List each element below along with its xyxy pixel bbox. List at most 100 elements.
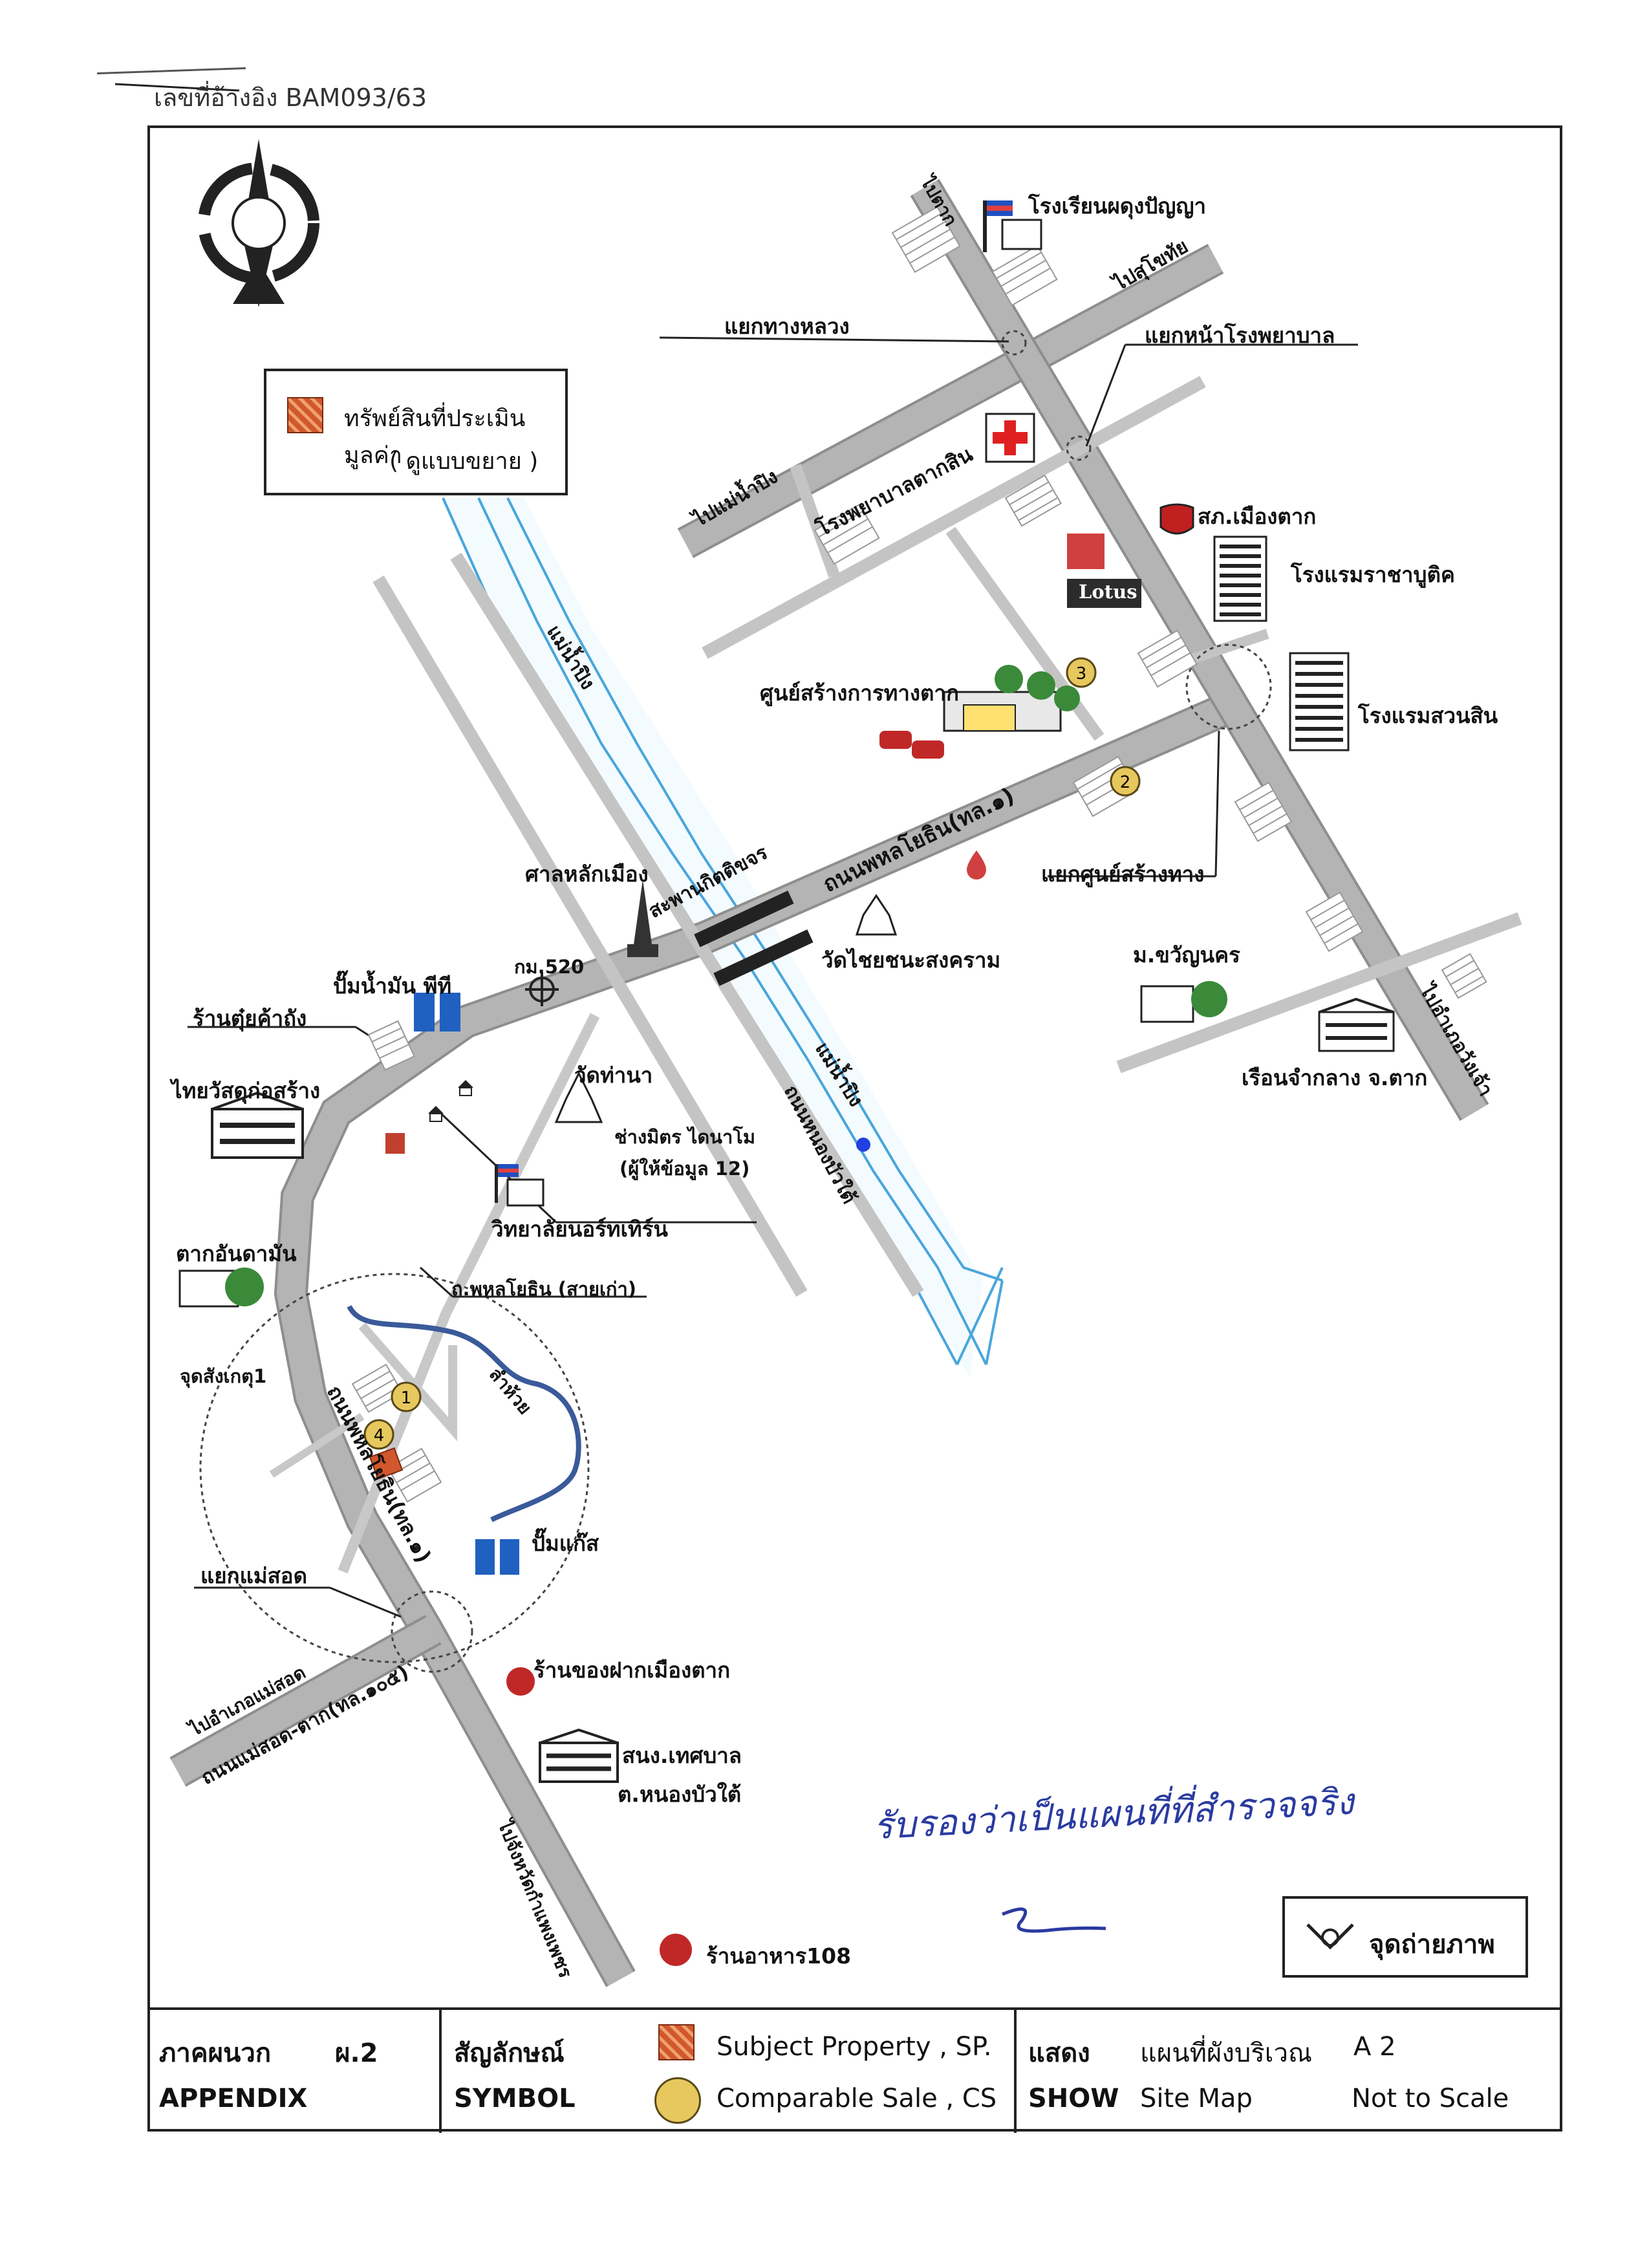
- footer-symbol-th: สัญลักษณ์: [454, 2038, 565, 2068]
- road-phahon-old: [338, 1013, 600, 1573]
- crosswalk: [1137, 629, 1198, 688]
- thai-wasadu-building-icon: [211, 1091, 304, 1159]
- km-marker-icon: [525, 973, 559, 1006]
- restaurant-icon: [660, 1934, 692, 1966]
- tak-andaman-icon: [178, 1268, 264, 1308]
- label-shrine: ศาลหลักเมือง: [525, 861, 649, 887]
- page-frame: [147, 125, 1562, 2132]
- junction-mae-sot-circle: [391, 1590, 473, 1673]
- comparable-marker-3: 3: [1066, 657, 1097, 688]
- kittikachorn-bridge: [694, 891, 814, 986]
- footer-appendix-en: APPENDIX: [159, 2084, 308, 2113]
- label-wat-chai: วัดไชยชนะสงคราม: [821, 947, 1001, 973]
- road-mae-sot-tak: [171, 1617, 440, 1785]
- comparable-marker-4: 4: [363, 1419, 394, 1450]
- label-chang-mit-note: (ผู้ให้ข้อมูล 12): [620, 1158, 750, 1180]
- legend-box: ทรัพย์สินที่ประเมินมูลค่า ( ดูแบบขยาย ): [264, 369, 568, 495]
- label-junction-mae-sot: แยกแม่สอด: [200, 1563, 307, 1588]
- road-to-sukhothai: [678, 246, 1223, 556]
- comparable-marker-3-label: 3: [1076, 664, 1087, 684]
- lotus-store-icon: [1067, 534, 1141, 608]
- subject-property-marker: [369, 1447, 404, 1480]
- roads: [169, 178, 1522, 1987]
- label-lotus: Lotus: [1079, 581, 1137, 603]
- label-junction-highway: แยกทางหลวง: [724, 314, 850, 339]
- fuel-drop-icon: [967, 850, 986, 880]
- wat-tha-na-icon: [554, 1071, 603, 1123]
- comparable-marker-2: 2: [1110, 766, 1141, 797]
- hospital-cross-icon: [985, 413, 1035, 463]
- footer-scale: Not to Scale: [1352, 2084, 1509, 2113]
- footer-show-th: แสดง: [1028, 2038, 1090, 2068]
- label-police: สภ.เมืองตาก: [1198, 504, 1317, 529]
- pt-fuel-pump-icon: [414, 993, 460, 1031]
- road-minor-2: [702, 376, 1206, 659]
- footer-subject: Subject Property , SP.: [717, 2032, 992, 2062]
- signature-mark: [1002, 1907, 1106, 1933]
- comparable-marker-1: 1: [391, 1381, 422, 1412]
- comparable-marker-1-label: 1: [401, 1388, 412, 1408]
- house-icon: [428, 1106, 444, 1122]
- gas-pump-icon: [475, 1539, 519, 1575]
- hotel-suan-icon: [1289, 652, 1350, 751]
- road-phahon-yothin: [276, 691, 1241, 1986]
- road-minor-3: [1116, 912, 1522, 1074]
- footer-map-th: แผนที่ผังบริเวณ: [1140, 2038, 1313, 2068]
- north-arrow-icon: [198, 139, 319, 307]
- hotel-racha-icon: [1213, 535, 1267, 622]
- legend-subject-label: ทรัพย์สินที่ประเมินมูลค่า: [344, 405, 526, 469]
- label-prison: เรือนจำกลาง จ.ตาก: [1242, 1065, 1428, 1090]
- label-hotel-suan: โรงแรมสวนสิน: [1358, 703, 1498, 728]
- label-shop: ร้านตุ๋ยค้าถัง: [193, 1006, 307, 1031]
- label-village: ม.ขวัญนคร: [1133, 942, 1240, 967]
- crosswalk: [1305, 891, 1364, 952]
- crosswalk: [387, 1447, 442, 1503]
- crosswalk: [891, 206, 961, 273]
- label-road-center: ศูนย์สร้างการทางตาก: [760, 680, 959, 706]
- shop-marker-icon: [385, 1133, 405, 1154]
- school-flag-icon: [983, 200, 1042, 252]
- road-to-wang-chao: [912, 180, 1487, 1120]
- footer-sheet: A 2: [1353, 2032, 1396, 2062]
- junction-highway-circle: [1001, 330, 1027, 356]
- label-gas: ปั๊มแก๊ส: [532, 1531, 599, 1556]
- footer-symbol-en: SYMBOL: [454, 2084, 576, 2113]
- footer-show-en: SHOW: [1028, 2084, 1119, 2113]
- camera-view-icon: [1306, 1923, 1354, 1950]
- footer-comparable: Comparable Sale , CS: [717, 2084, 997, 2113]
- city-pillar-shrine-icon: [627, 880, 658, 957]
- photo-point-legend: จุดถ่ายภาพ: [1282, 1896, 1528, 1978]
- footer-table: ภาคผนวก ผ.2 APPENDIX สัญลักษณ์ SYMBOL Su…: [147, 2007, 1561, 2133]
- label-thai-wasadu: ไทยวัสดุก่อสร้าง: [171, 1078, 321, 1103]
- road-center-complex-icon: [879, 665, 1080, 759]
- label-tak-andaman: ตากอันดามัน: [176, 1241, 297, 1266]
- footer-subject-swatch: [658, 2024, 695, 2060]
- leader-highway: [659, 336, 1009, 343]
- label-school: โรงเรียนผดุงปัญญา: [1028, 193, 1207, 219]
- label-municipal-a: สนง.เทศบาล: [622, 1743, 742, 1768]
- label-hotel-racha: โรงแรมราชาบูติค: [1291, 562, 1455, 587]
- road-nong-bua-tai: [450, 552, 924, 1297]
- legend-detail-note: ( ดูแบบขยาย ): [389, 448, 539, 475]
- label-college: วิทยาลัยนอร์ทเทิร์น: [491, 1216, 668, 1242]
- junction-center-circle: [1185, 643, 1272, 730]
- road-minor-1: [372, 575, 808, 1297]
- footer-appendix-th: ภาคผนวก: [159, 2038, 272, 2068]
- detail-zoom-circle: [199, 1273, 590, 1663]
- label-phahon-yothin: ถนนพหลโยธิน(ทล.๑): [819, 782, 1018, 898]
- label-phahon-old: ถ.พหลโยธิน (สายเก่า): [451, 1278, 637, 1300]
- subject-swatch: [287, 397, 323, 433]
- souvenir-shop-icon: [506, 1667, 535, 1696]
- label-pt-station: ปั๊มน้ำมัน พีที: [333, 973, 452, 999]
- reference-number: เลขที่อ้างอิง BAM093/63: [154, 83, 427, 112]
- junction-hospital-circle: [1066, 435, 1092, 461]
- house-icon: [458, 1080, 473, 1096]
- crosswalk: [814, 503, 880, 565]
- footer-appendix-code: ผ.2: [335, 2038, 378, 2068]
- comparable-marker-4-label: 4: [374, 1426, 385, 1445]
- label-wat-tha-na: วัดท่านา: [574, 1063, 653, 1088]
- crosswalk: [367, 1020, 416, 1071]
- college-flag-icon: [495, 1164, 544, 1207]
- crosswalk: [1234, 781, 1293, 842]
